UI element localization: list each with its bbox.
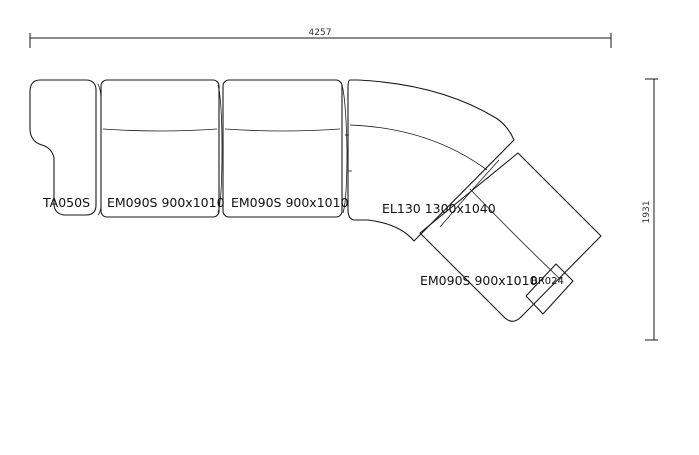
label-corner: EL130 1300x1040 bbox=[382, 201, 496, 216]
width-dimension: 4257 bbox=[29, 28, 612, 48]
label-seat-1: EM090S 900x1010 bbox=[107, 195, 225, 210]
height-dimension-label: 1931 bbox=[642, 201, 652, 224]
label-seat-2: EM090S 900x1010 bbox=[231, 195, 349, 210]
label-seat-3: EM090S 900x1010 bbox=[420, 273, 538, 288]
height-dimension: 1931 bbox=[642, 78, 658, 341]
label-armrest-right: BR024 bbox=[531, 276, 564, 287]
width-dimension-label: 4257 bbox=[309, 28, 332, 38]
module-armrest-right bbox=[525, 263, 574, 315]
module-corner bbox=[347, 79, 515, 242]
module-seat-2 bbox=[222, 79, 348, 218]
label-armrest-left: TA050S bbox=[42, 195, 90, 210]
module-seat-3 bbox=[419, 152, 602, 322]
module-seat-1 bbox=[100, 79, 223, 218]
